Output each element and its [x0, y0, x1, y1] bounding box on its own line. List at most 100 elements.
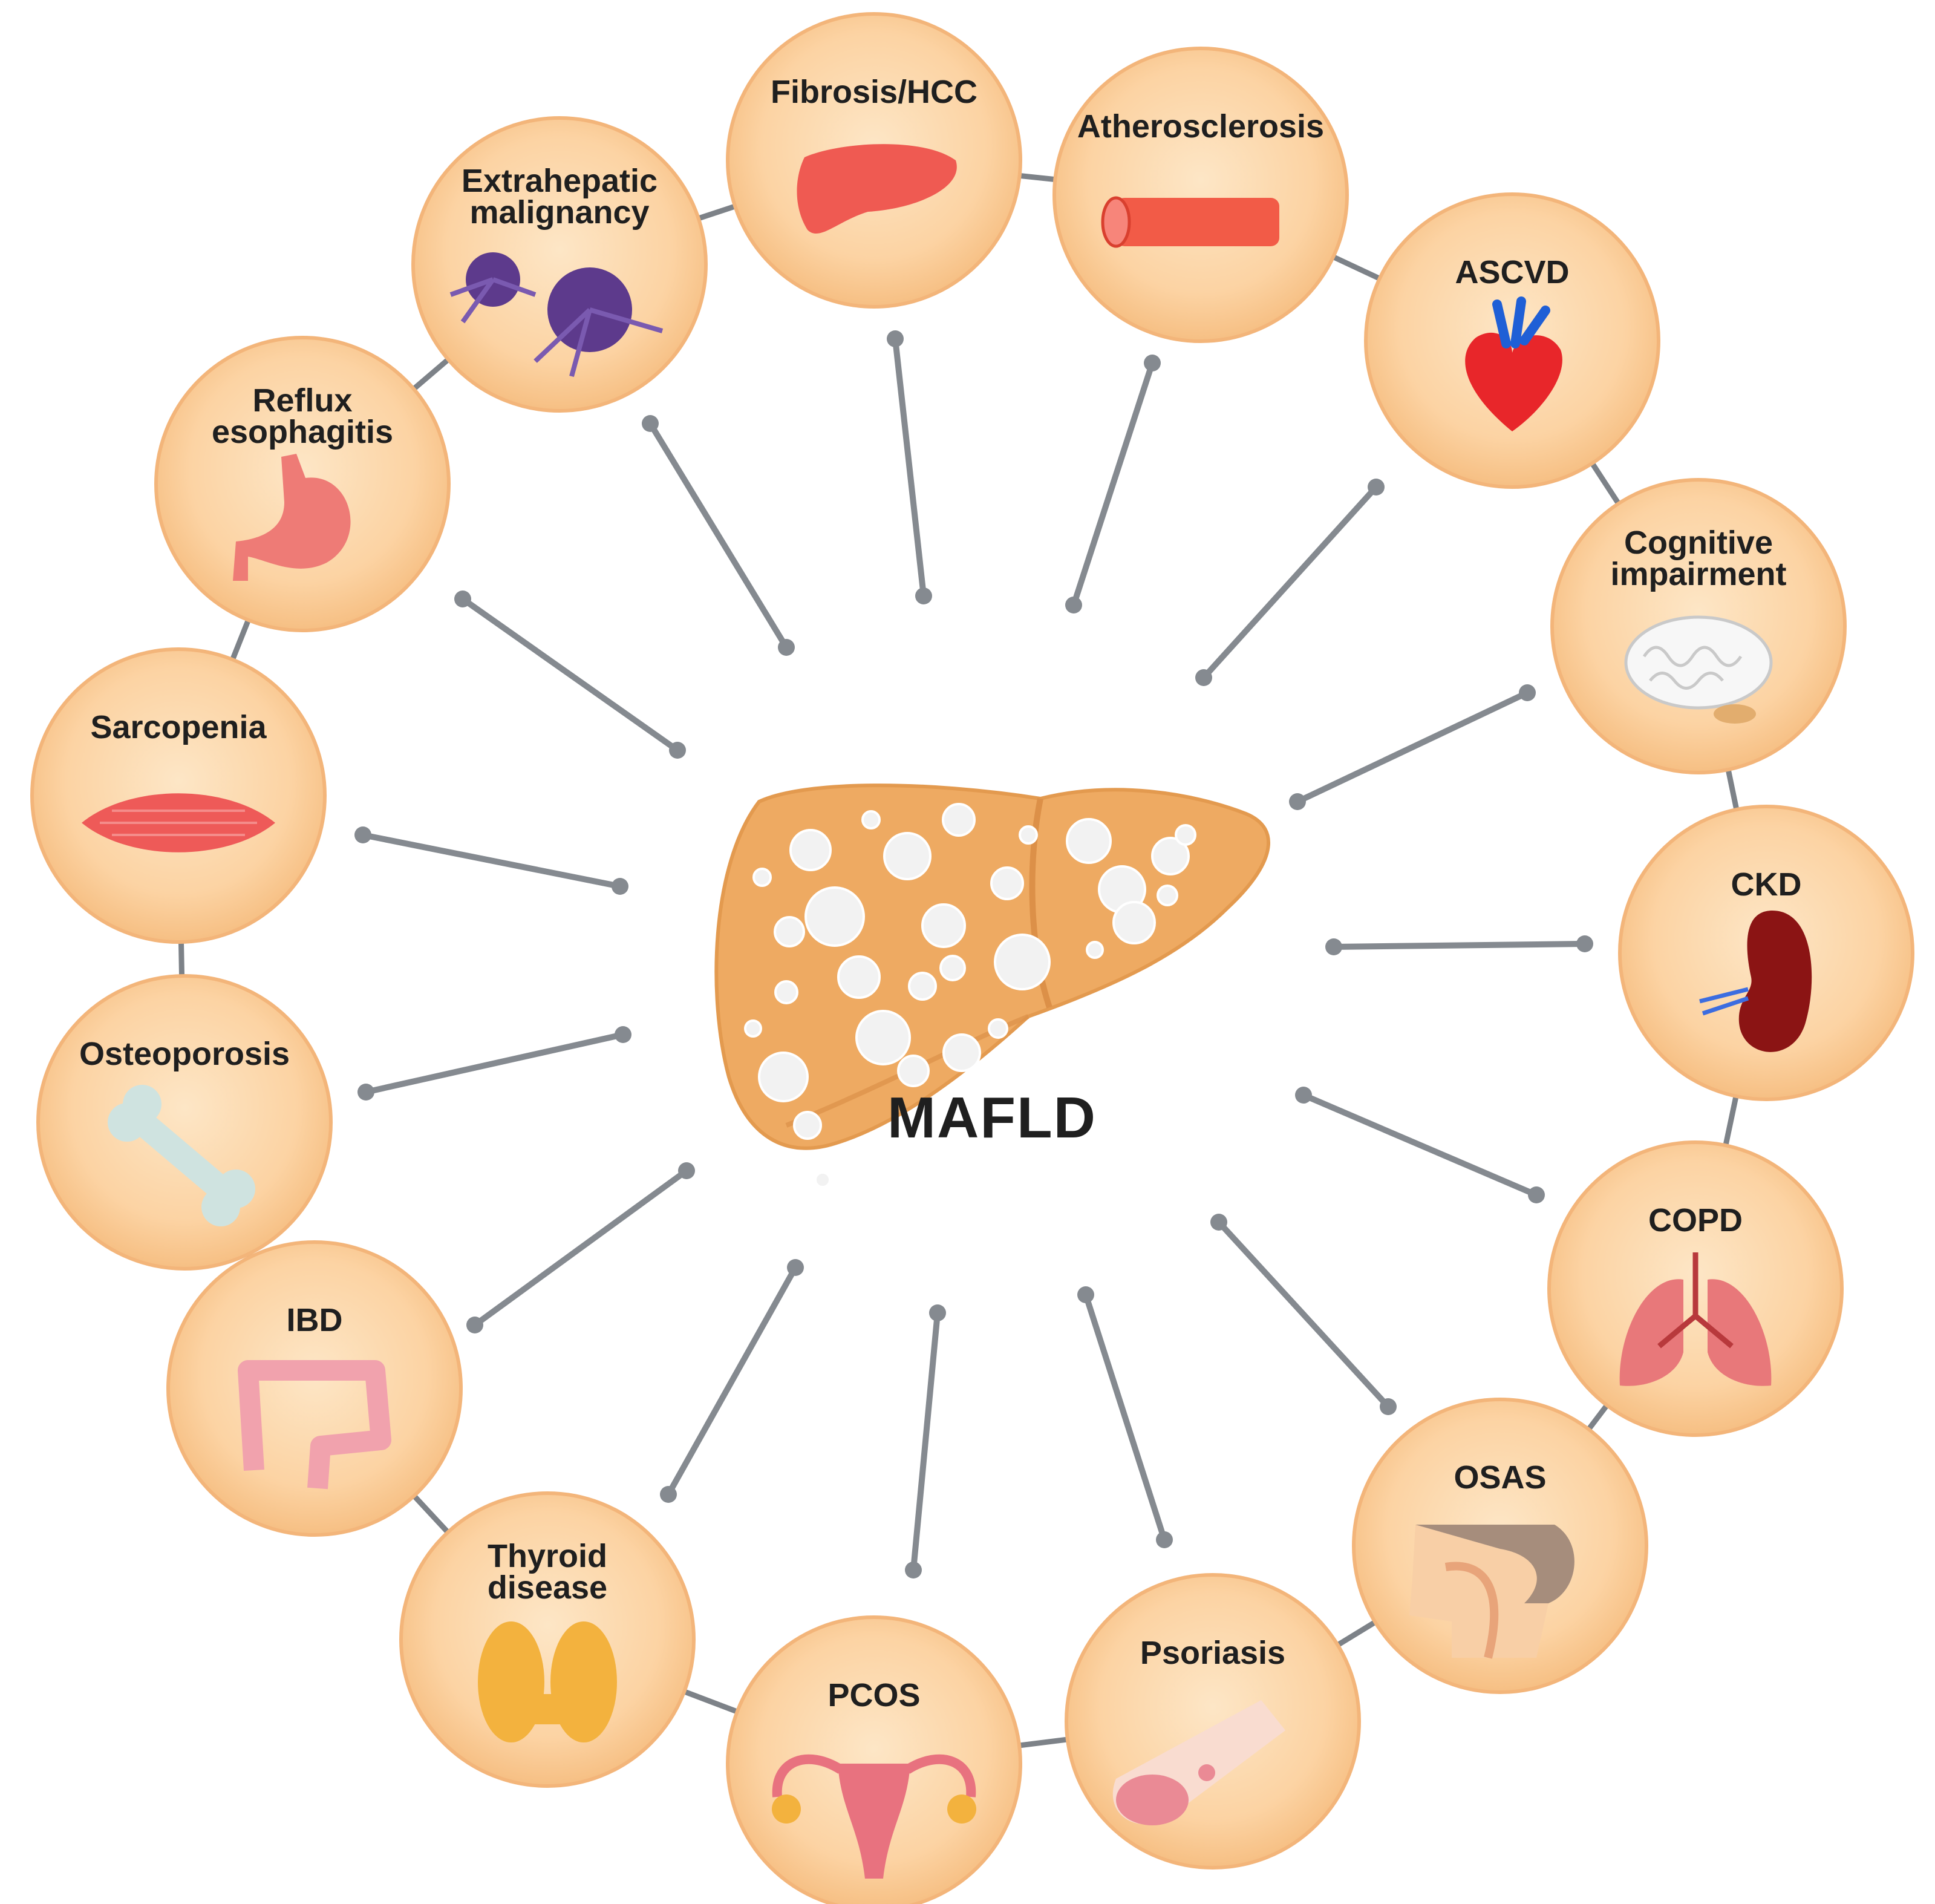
fat-droplet: [752, 868, 772, 887]
fat-droplet: [942, 1033, 981, 1072]
colon-icon: [238, 1360, 391, 1490]
fat-droplet: [1112, 901, 1156, 944]
fat-droplet: [908, 972, 937, 1001]
fat-droplet: [804, 886, 865, 947]
spoke-dot: [454, 591, 471, 607]
spoke-dot: [612, 878, 628, 895]
spoke-line: [1201, 484, 1379, 681]
brain-icon: [1624, 615, 1773, 724]
spoke-line: [647, 420, 789, 650]
spoke-line: [910, 1310, 941, 1573]
spoke-dot: [466, 1317, 483, 1333]
fat-droplet: [921, 903, 966, 948]
spoke-dot: [787, 1259, 804, 1276]
spoke-dot: [1528, 1186, 1545, 1203]
spoke-line: [1071, 360, 1155, 608]
spoke-connector: [1077, 1286, 1173, 1548]
spoke-dot: [1519, 684, 1536, 701]
spoke-connector: [660, 1259, 804, 1503]
uterus-icon: [772, 1754, 976, 1879]
spoke-line: [1300, 1092, 1539, 1198]
spoke-dot: [1065, 597, 1082, 613]
node-circle: [411, 116, 708, 413]
fat-droplet: [990, 866, 1024, 900]
spoke-dot: [1144, 355, 1161, 371]
spoke-dot: [357, 1084, 374, 1101]
spoke-dot: [1325, 938, 1342, 955]
node-label: Atherosclerosis: [1077, 108, 1324, 145]
spoke-dot: [678, 1162, 695, 1179]
fat-droplet: [758, 1052, 809, 1102]
node-copd: COPD: [1547, 1140, 1844, 1437]
bone-icon: [108, 1085, 255, 1226]
fat-droplet: [883, 832, 932, 880]
node-pcos: PCOS: [726, 1615, 1022, 1904]
spoke-line: [892, 336, 927, 599]
spoke-dot: [1156, 1531, 1173, 1548]
lungs-icon: [1619, 1252, 1772, 1386]
node-osas: OSAS: [1352, 1398, 1648, 1694]
node-atherosclerosis: Atherosclerosis: [1052, 47, 1349, 343]
spoke-dot: [1195, 669, 1212, 686]
spoke-dot: [1077, 1286, 1094, 1303]
spoke-dot: [1380, 1398, 1397, 1415]
heart-icon: [1465, 296, 1562, 431]
spoke-connector: [1065, 355, 1161, 613]
fat-droplet: [861, 810, 881, 829]
spoke-line: [360, 832, 623, 889]
node-circle: [1065, 1573, 1361, 1870]
node-label: Sarcopenia: [90, 709, 267, 745]
node-label: IBD: [287, 1302, 343, 1338]
fat-droplet: [994, 934, 1051, 990]
node-fibrosis-hcc: Fibrosis/HCC: [726, 12, 1022, 309]
central-liver: MAFLD: [714, 784, 1270, 1188]
spoke-connector: [642, 415, 795, 656]
node-osteoporosis: Osteoporosis: [36, 974, 333, 1271]
spoke-dot: [660, 1486, 677, 1503]
node-ibd: IBD: [166, 1240, 463, 1537]
node-circle: [1052, 47, 1349, 343]
spoke-line: [472, 1168, 690, 1328]
node-label: Psoriasis: [1140, 1635, 1285, 1671]
node-label: CKD: [1731, 866, 1802, 903]
spoke-dot: [1210, 1214, 1227, 1231]
fat-droplet: [1157, 885, 1178, 906]
node-label: Fibrosis/HCC: [771, 74, 977, 110]
fat-droplet: [1066, 818, 1112, 864]
node-circle: [166, 1240, 463, 1537]
spoke-connectors: [354, 330, 1593, 1578]
node-circle: [399, 1491, 696, 1788]
fat-droplet: [814, 1171, 831, 1188]
spoke-line: [363, 1032, 626, 1095]
fat-droplet: [1175, 824, 1196, 846]
fat-droplet: [1019, 825, 1038, 845]
spoke-connector: [905, 1304, 946, 1578]
fat-droplet: [837, 955, 881, 999]
fat-droplet: [897, 1055, 930, 1087]
node-ascvd: ASCVD: [1364, 192, 1660, 489]
muscle-icon: [82, 793, 275, 852]
spoke-dot: [887, 330, 904, 347]
spoke-dot: [669, 742, 686, 759]
node-label: PCOS: [827, 1677, 920, 1713]
spoke-dot: [615, 1026, 631, 1043]
spoke-dot: [915, 587, 932, 604]
node-label: COPD: [1648, 1202, 1743, 1238]
fat-droplet: [855, 1010, 911, 1065]
node-label: ASCVD: [1455, 254, 1569, 290]
node-ckd: CKD: [1618, 805, 1914, 1101]
spoke-connector: [887, 330, 932, 604]
spoke-dot: [1368, 479, 1385, 496]
head-airway-icon: [1409, 1525, 1574, 1659]
fat-droplet: [1086, 941, 1104, 959]
cancer-cell-icon: [449, 252, 664, 378]
skin-arm-icon: [1112, 1700, 1285, 1825]
